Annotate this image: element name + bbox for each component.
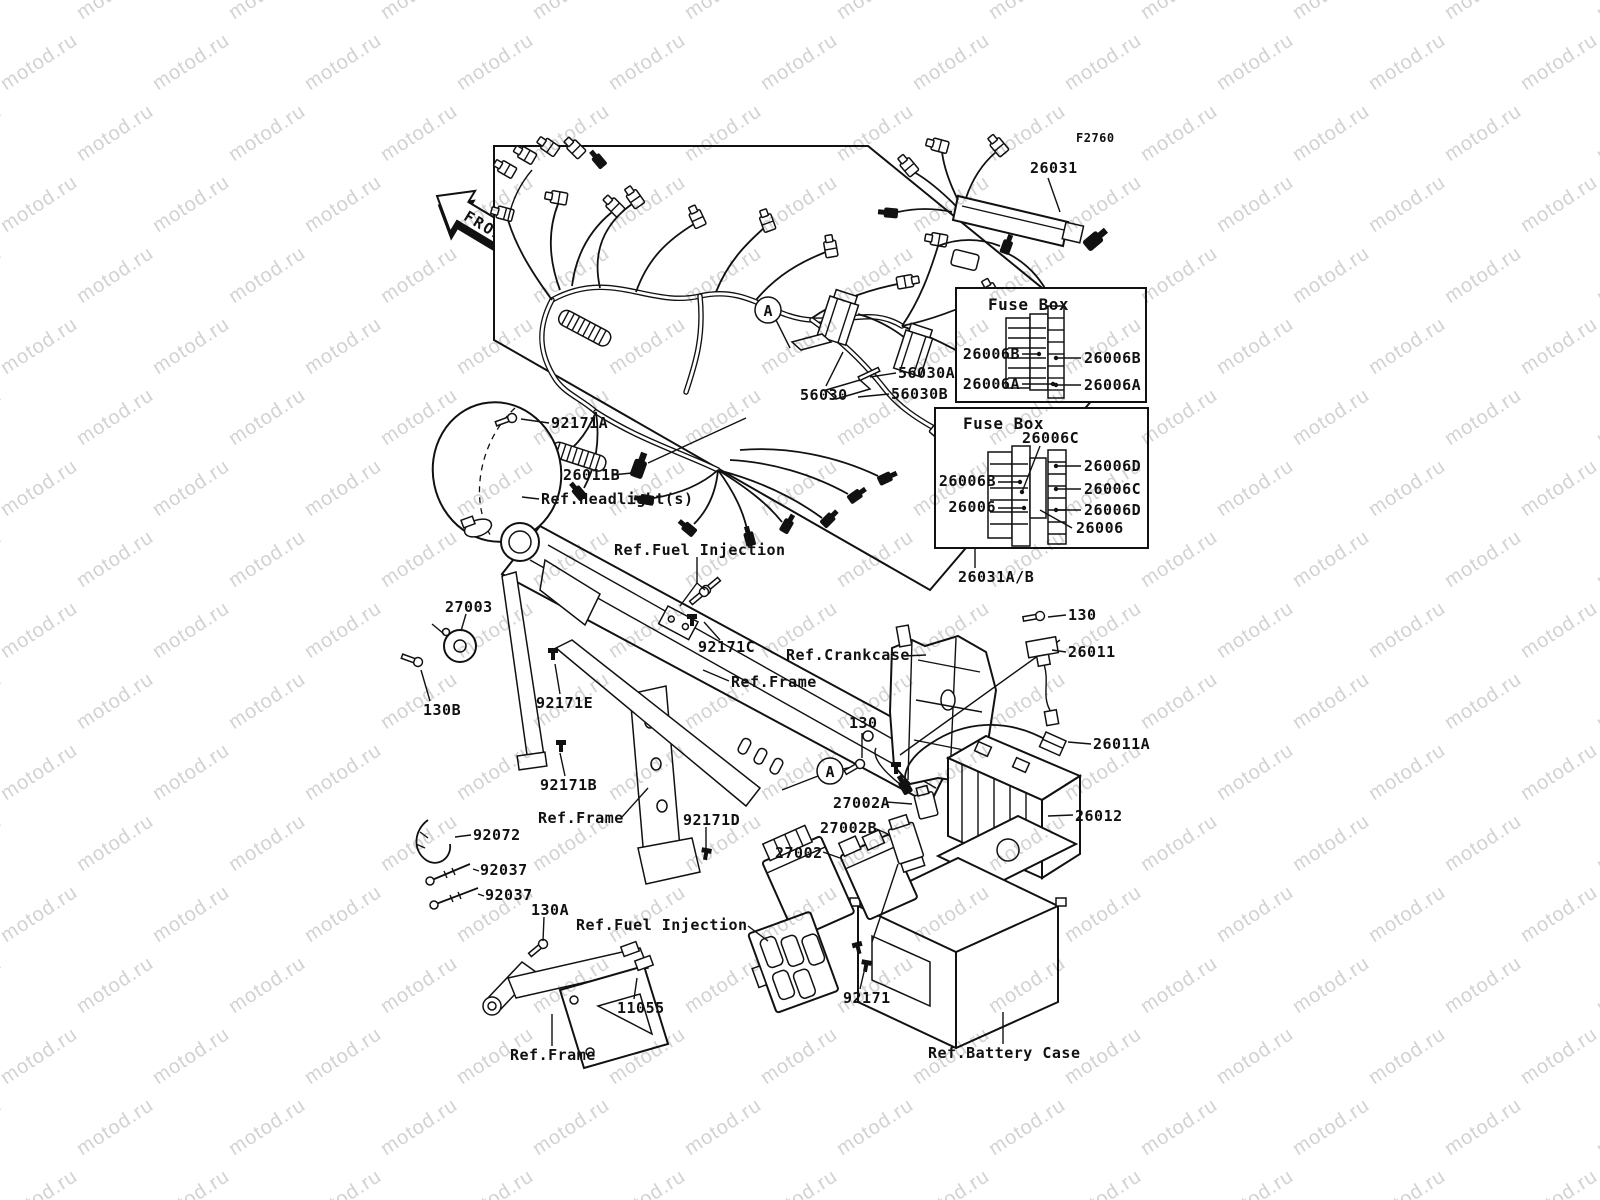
frame — [399, 522, 958, 885]
callout-ref-frame-mid: Ref.Frame — [731, 673, 817, 691]
callout-ref-crankcase: Ref.Crankcase — [786, 646, 910, 664]
callout-ref-battery-case: Ref.Battery Case — [928, 1044, 1081, 1062]
callout-130b: 130B — [423, 701, 462, 719]
switch-26011 — [1021, 610, 1060, 727]
detail-marker-a-upper: A — [754, 296, 791, 349]
callout-ref-fuel-injection-bottom: Ref.Fuel Injection — [576, 916, 748, 934]
callout-92171b: 92171B — [540, 776, 598, 794]
fuse-box-1-label-26006b-right: 26006B — [1084, 349, 1142, 367]
callout-92072: 92072 — [473, 826, 521, 844]
callout-26031ab: 26031A/B — [958, 568, 1035, 586]
callout-92037-1: 92037 — [480, 861, 528, 879]
callout-92171a: 92171A — [551, 414, 609, 432]
callout-92171c: 92171C — [698, 638, 756, 656]
callout-130-center: 130 — [849, 714, 878, 732]
callout-27002b: 27002B — [820, 819, 878, 837]
fuse-box-2-label-26006c-top: 26006C — [1022, 429, 1080, 447]
callout-92171e: 92171E — [536, 694, 594, 712]
svg-text:A: A — [825, 763, 834, 781]
battery-case — [849, 814, 1079, 1050]
fuse-box-2-label-26006c-mid: 26006C — [1084, 480, 1142, 498]
callout-56030: 56030 — [800, 386, 848, 404]
fuse-box-1-label-26006a-left: 26006A — [962, 375, 1020, 393]
fuse-box-2-title: Fuse Box — [963, 414, 1045, 433]
callout-26011a: 26011A — [1093, 735, 1151, 753]
callout-ref-fuel-injection-top: Ref.Fuel Injection — [614, 541, 786, 559]
callout-56030a: 56030A — [898, 364, 956, 382]
sub-harness-26031 — [877, 131, 1111, 252]
callout-92171d: 92171D — [683, 811, 741, 829]
callout-27003: 27003 — [445, 598, 493, 616]
fuse-box-2-label-26006d-bottom: 26006D — [1084, 501, 1142, 519]
headlight-shell — [431, 401, 747, 543]
callout-27002a: 27002A — [833, 794, 891, 812]
ecu-assembly — [747, 784, 939, 1014]
callout-ref-headlight: Ref.Headlight(s) — [541, 490, 694, 508]
fuse-box-1-label-26006a-right: 26006A — [1084, 376, 1142, 394]
callout-ref-frame-bottom: Ref.Frame — [510, 1046, 596, 1064]
fuse-box-2 — [934, 407, 1149, 549]
callout-11055: 11055 — [617, 999, 665, 1017]
figure-code: F2760 — [1076, 131, 1115, 145]
small-hardware — [415, 819, 479, 910]
fuse-box-1 — [955, 287, 1147, 403]
callout-27002: 27002 — [775, 844, 823, 862]
fuse-box-2-label-26006-bottom: 26006 — [1076, 519, 1124, 537]
callout-26012: 26012 — [1075, 807, 1123, 825]
callout-92171: 92171 — [843, 989, 891, 1007]
fuse-box-2-label-26006-left: 26006 — [948, 498, 996, 516]
callout-56030b: 56030B — [891, 385, 949, 403]
callout-26011: 26011 — [1068, 643, 1116, 661]
fuse-box-2-label-26006d-top: 26006D — [1084, 457, 1142, 475]
callout-ref-frame-left: Ref.Frame — [538, 809, 624, 827]
fuse-box-1-label-26006b-left: 26006B — [962, 345, 1020, 363]
callout-26011b: 26011B — [563, 466, 621, 484]
callout-130-right: 130 — [1068, 606, 1097, 624]
fuse-box-1-title: Fuse Box — [988, 295, 1070, 314]
frame-bracket-bottom — [482, 936, 670, 1070]
callout-92037-2: 92037 — [485, 886, 533, 904]
leader-lines — [420, 177, 1092, 1046]
callout-26031: 26031 — [1030, 159, 1078, 177]
fuse-box-2-label-26006b-left: 26006B — [938, 472, 996, 490]
detail-marker-a-lower: A — [781, 757, 867, 791]
svg-text:A: A — [763, 302, 772, 320]
callout-130a: 130A — [531, 901, 570, 919]
